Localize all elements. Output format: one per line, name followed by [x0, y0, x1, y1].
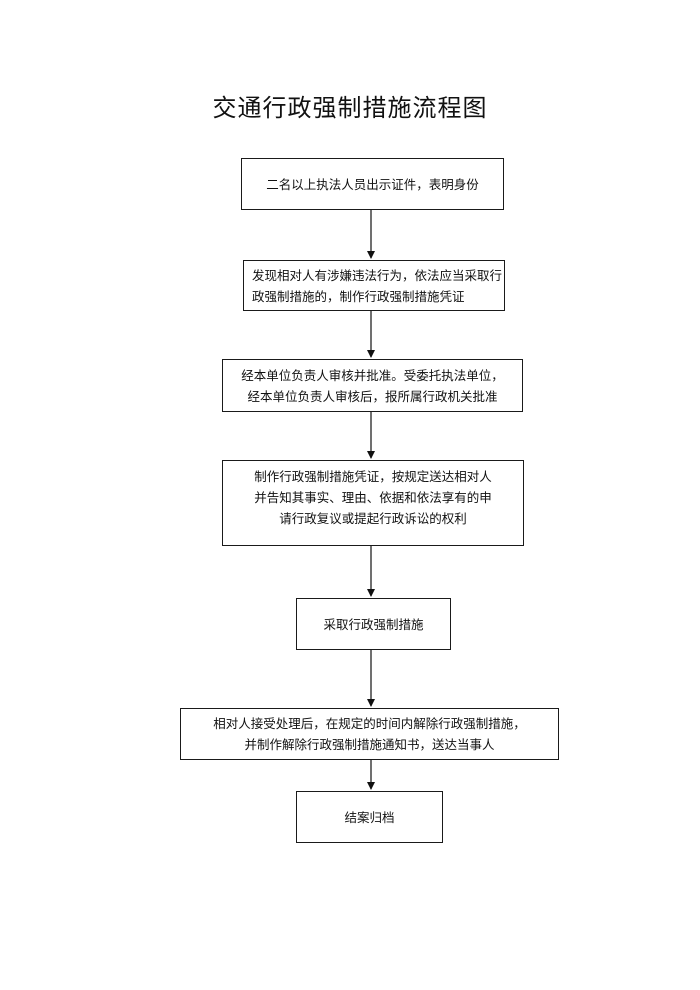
step-4-line-2: 并告知其事实、理由、依据和依法享有的申 [254, 490, 492, 505]
step-6-release-measures: 相对人接受处理后，在规定的时间内解除行政强制措施， 并制作解除行政强制措施通知书… [180, 708, 559, 760]
step-1-show-credentials: 二名以上执法人员出示证件，表明身份 [241, 158, 504, 210]
step-2-line-2: 政强制措施的，制作行政强制措施凭证 [252, 288, 465, 304]
step-2-line-1: 发现相对人有涉嫌违法行为，依法应当采取行 [252, 267, 503, 283]
step-3-line-1: 经本单位负责人审核并批准。受委托执法单位， [241, 367, 504, 383]
step-2-discover-violation: 发现相对人有涉嫌违法行为，依法应当采取行 政强制措施的，制作行政强制措施凭证 [243, 260, 505, 311]
step-6-line-1: 相对人接受处理后，在规定的时间内解除行政强制措施， [213, 716, 526, 731]
step-5-line-1: 采取行政强制措施 [323, 616, 424, 632]
step-3-line-2: 经本单位负责人审核后，报所属行政机关批准 [247, 388, 498, 404]
step-4-notify-party: 制作行政强制措施凭证，按规定送达相对人 并告知其事实、理由、依据和依法享有的申 … [222, 460, 524, 546]
step-4-line-1: 制作行政强制措施凭证，按规定送达相对人 [254, 469, 492, 484]
step-7-line-1: 结案归档 [344, 809, 395, 825]
page-title: 交通行政强制措施流程图 [212, 94, 488, 122]
step-6-line-2: 并制作解除行政强制措施通知书，送达当事人 [244, 737, 495, 752]
step-3-approval: 经本单位负责人审核并批准。受委托执法单位， 经本单位负责人审核后，报所属行政机关… [222, 359, 523, 412]
step-4-line-3: 请行政复议或提起行政诉讼的权利 [279, 511, 467, 526]
step-1-line-1: 二名以上执法人员出示证件，表明身份 [266, 176, 479, 192]
step-7-close-case: 结案归档 [296, 791, 443, 843]
step-5-take-measures: 采取行政强制措施 [296, 598, 451, 650]
